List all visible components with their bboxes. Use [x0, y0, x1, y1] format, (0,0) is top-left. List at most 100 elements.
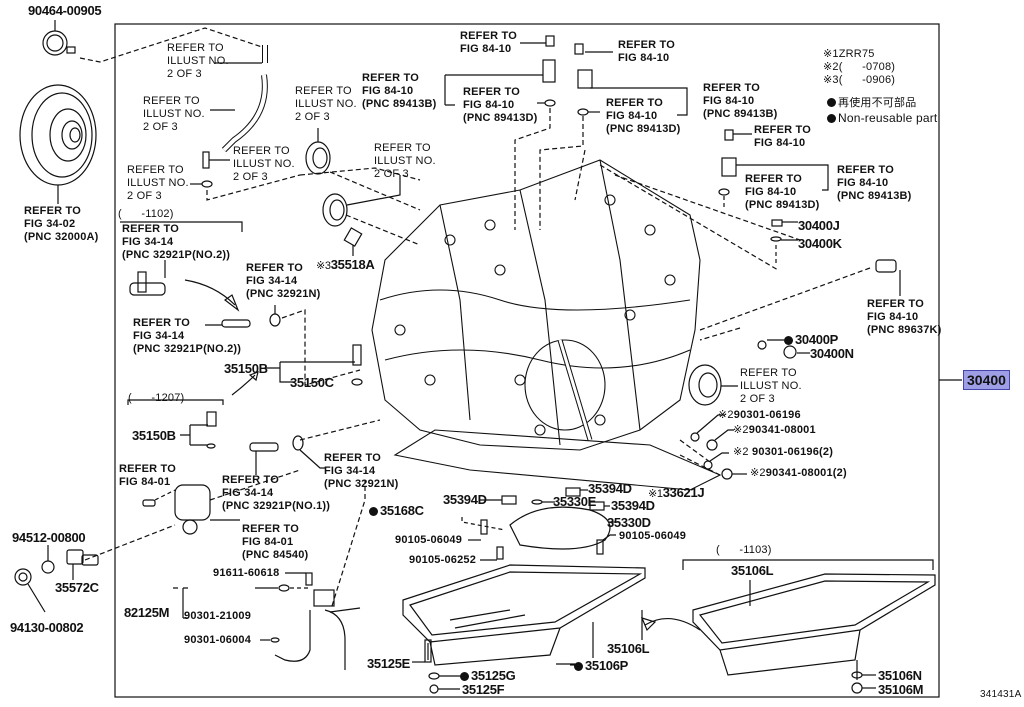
part-35106L-a[interactable]: 35106L [607, 641, 650, 656]
ref-illust-seal-lower[interactable]: REFER TO ILLUST NO. 2 OF 3 [374, 142, 436, 180]
ref-illust-pipe-bolt[interactable]: REFER TO ILLUST NO. 2 OF 3 [167, 42, 229, 80]
part-94130-00802[interactable]: 94130-00802 [10, 620, 84, 635]
part-35106M[interactable]: 35106M [878, 682, 924, 697]
ref-fig-84-10-oring-89413D-b[interactable]: REFER TO FIG 84-10 (PNC 89413D) [606, 97, 681, 135]
ref-fig-84-10-89637K[interactable]: REFER TO FIG 84-10 (PNC 89637K) [867, 298, 942, 336]
part-35330D[interactable]: 35330D [607, 515, 651, 530]
note-marker: ※2 [750, 467, 766, 479]
part-35394D-a[interactable]: 35394D [443, 492, 487, 507]
oil-pan-drawing-2 [692, 573, 936, 676]
part-35125E[interactable]: 35125E [367, 656, 411, 671]
part-90105-06049-b[interactable]: 90105-06049 [619, 530, 687, 542]
part-30400J[interactable]: 30400J [798, 218, 840, 233]
part-35106L-b[interactable]: 35106L [731, 563, 774, 578]
clamp-drawing [42, 20, 76, 56]
non-reusable-dot-icon [574, 662, 583, 671]
part-35168C[interactable]: 35168C [369, 503, 424, 518]
part-35394D-c[interactable]: 35394D [611, 498, 655, 513]
part-35394D-b[interactable]: 35394D [588, 481, 632, 496]
legend-jp-text: 再使用不可部品 [838, 97, 917, 109]
ref-fig-34-14-32921P-no1[interactable]: REFER TO FIG 34-14 (PNC 32921P(NO.1)) [222, 474, 331, 512]
ref-fig-34-14-32921P-no2-b[interactable]: REFER TO FIG 34-14 (PNC 32921P(NO.2)) [133, 317, 242, 355]
ref-fig-34-14-32921N-b[interactable]: REFER TO FIG 34-14 (PNC 32921N) [324, 452, 399, 490]
part-90301-06196[interactable]: ※290301-06196 [718, 409, 801, 422]
ref-illust-pipe[interactable]: REFER TO ILLUST NO. 2 OF 3 [143, 95, 205, 133]
legend-non-reusable-en: Non-reusable part [827, 111, 937, 125]
torque-converter-drawing [19, 84, 97, 204]
part-91611-60618[interactable]: 91611-60618 [213, 567, 280, 579]
date-range-1103: ( -1103) [716, 544, 772, 556]
ref-fig-84-10-bolt-c[interactable]: REFER TO FIG 84-10 [754, 124, 812, 149]
part-number: 35106P [585, 658, 629, 673]
part-number: 90301-06196(2) [752, 446, 834, 458]
part-30400N[interactable]: 30400N [810, 346, 854, 361]
part-number: 90341-08001(2) [765, 467, 847, 479]
part-35125G[interactable]: 35125G [460, 668, 516, 683]
part-35106P[interactable]: 35106P [574, 658, 628, 673]
ref-illust-union[interactable]: REFER TO ILLUST NO. 2 OF 3 [233, 145, 295, 183]
note-marker: ※3 [316, 260, 331, 272]
date-range-1102: ( -1102) [118, 208, 174, 220]
note-marker: ※2 [718, 409, 734, 421]
part-number: 35518A [330, 257, 375, 272]
legend-note-1: ※1ZRR75 [823, 48, 875, 60]
ref-fig-84-10-oring-89413D-c[interactable]: REFER TO FIG 84-10 (PNC 89413D) [745, 173, 820, 211]
ref-fig-84-10-sensor-89413B-c[interactable]: REFER TO FIG 84-10 (PNC 89413B) [837, 164, 912, 202]
part-30400K[interactable]: 30400K [798, 236, 842, 251]
part-90301-06196-2[interactable]: ※2 90301-06196(2) [733, 446, 833, 459]
legend-en-text: Non-reusable part [838, 111, 938, 125]
legend-non-reusable-jp: 再使用不可部品 [827, 96, 916, 110]
ref-fig-34-14-32921P-no2-a[interactable]: REFER TO FIG 34-14 (PNC 32921P(NO.2)) [122, 223, 231, 261]
oil-pan-drawing [402, 564, 646, 666]
strainer-drawing [509, 506, 611, 550]
ref-illust-seal-right[interactable]: REFER TO ILLUST NO. 2 OF 3 [740, 367, 802, 405]
part-90301-21009[interactable]: 90301-21009 [184, 610, 252, 622]
non-reusable-dot-icon [784, 336, 793, 345]
part-35150B-a[interactable]: 35150B [224, 361, 268, 376]
ref-fig-84-10-oring-89413D[interactable]: REFER TO FIG 84-10 (PNC 89413D) [463, 86, 538, 124]
part-number: 33621J [662, 485, 705, 500]
ref-fig-84-10-sensor-89413B[interactable]: REFER TO FIG 84-10 (PNC 89413B) [362, 72, 437, 110]
part-90341-08001-2[interactable]: ※290341-08001(2) [750, 467, 847, 480]
ref-fig-34-14-32921N-a[interactable]: REFER TO FIG 34-14 (PNC 32921N) [246, 262, 321, 300]
part-35150B-b[interactable]: 35150B [132, 428, 176, 443]
part-33621J[interactable]: ※133621J [648, 485, 705, 502]
part-number: 35125G [471, 668, 516, 683]
part-35330E[interactable]: 35330E [553, 494, 597, 509]
part-35518A[interactable]: ※335518A [316, 257, 375, 274]
part-90105-06049-a[interactable]: 90105-06049 [395, 534, 463, 546]
part-90105-06252[interactable]: 90105-06252 [409, 554, 477, 566]
ref-fig-84-10-sensor-89413B-b[interactable]: REFER TO FIG 84-10 (PNC 89413B) [703, 82, 778, 120]
part-90301-06004[interactable]: 90301-06004 [184, 634, 252, 646]
ref-fig-84-01-switch-84540[interactable]: REFER TO FIG 84-01 (PNC 84540) [242, 523, 309, 561]
transmission-case-drawing [371, 159, 722, 491]
part-35150C[interactable]: 35150C [290, 375, 334, 390]
ref-fig-84-10-bolt-a[interactable]: REFER TO FIG 84-10 [460, 30, 518, 55]
ref-fig-84-01-bolt[interactable]: REFER TO FIG 84-01 [119, 463, 177, 488]
ref-torque-converter[interactable]: REFER TO FIG 34-02 (PNC 32000A) [24, 205, 99, 243]
part-94512-00800[interactable]: 94512-00800 [12, 530, 86, 545]
assembly-frame [114, 23, 940, 698]
illustration-id: 341431A [980, 689, 1022, 700]
assembly-part-30400[interactable]: 30400 [963, 370, 1010, 390]
note-marker: ※2 [733, 446, 749, 458]
non-reusable-dot-icon [827, 114, 836, 123]
neutral-switch-drawing [174, 484, 211, 521]
part-82125M[interactable]: 82125M [124, 605, 170, 620]
non-reusable-dot-icon [369, 507, 378, 516]
part-35106N[interactable]: 35106N [878, 668, 922, 683]
part-90464-00905[interactable]: 90464-00905 [28, 3, 102, 18]
date-range-1207: ( -1207) [128, 392, 185, 404]
part-35125F[interactable]: 35125F [462, 682, 505, 697]
part-90341-08001[interactable]: ※290341-08001 [733, 424, 816, 437]
part-number: 90341-08001 [748, 424, 816, 436]
ref-illust-seal-upper[interactable]: REFER TO ILLUST NO. 2 OF 3 [295, 85, 357, 123]
part-number: 90301-06196 [733, 409, 801, 421]
ref-fig-84-10-bolt-b[interactable]: REFER TO FIG 84-10 [618, 39, 676, 64]
part-35572C[interactable]: 35572C [55, 580, 99, 595]
part-number: 35168C [380, 503, 424, 518]
ref-illust-gasket[interactable]: REFER TO ILLUST NO. 2 OF 3 [127, 164, 189, 202]
part-30400P[interactable]: 30400P [784, 332, 838, 347]
